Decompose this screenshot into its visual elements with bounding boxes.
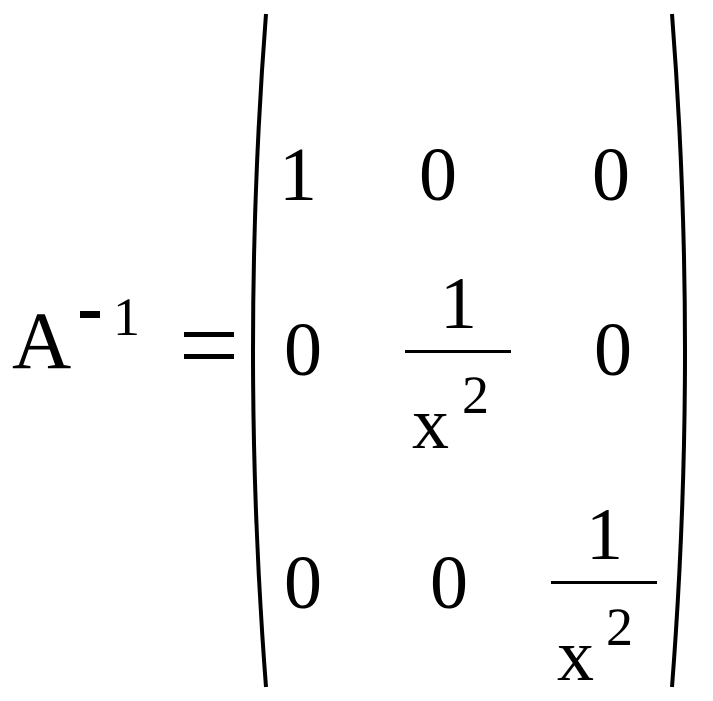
matrix-cell-r1c1: 1 xyxy=(279,133,317,217)
equals-sign-bottom-bar xyxy=(184,354,234,359)
matrix-cell-r2c3: 0 xyxy=(594,308,632,392)
left-parenthesis xyxy=(251,13,268,688)
fraction-r3c3-numerator: 1 xyxy=(586,494,623,576)
fraction-r3c3-bar xyxy=(551,581,657,584)
equals-sign-top-bar xyxy=(184,332,234,337)
fraction-r2c2-denominator-base: x xyxy=(412,383,449,465)
matrix-cell-r1c3: 0 xyxy=(592,133,630,217)
matrix-cell-r2c1: 0 xyxy=(284,308,322,392)
matrix-symbol: A xyxy=(12,295,72,386)
matrix-cell-r3c2: 0 xyxy=(430,541,468,625)
fraction-r3c3-denominator-base: x xyxy=(557,615,594,697)
fraction-r2c2-numerator: 1 xyxy=(440,263,477,345)
fraction-r3c3-denominator-exponent: 2 xyxy=(606,597,633,657)
matrix-cell-r3c1: 0 xyxy=(284,541,322,625)
exponent-value: 1 xyxy=(113,287,140,347)
matrix-cell-r1c2: 0 xyxy=(419,133,457,217)
fraction-r2c2-bar xyxy=(405,350,511,353)
right-parenthesis xyxy=(670,13,687,688)
fraction-r2c2-denominator-exponent: 2 xyxy=(462,365,489,425)
exponent-minus-sign xyxy=(80,311,100,318)
